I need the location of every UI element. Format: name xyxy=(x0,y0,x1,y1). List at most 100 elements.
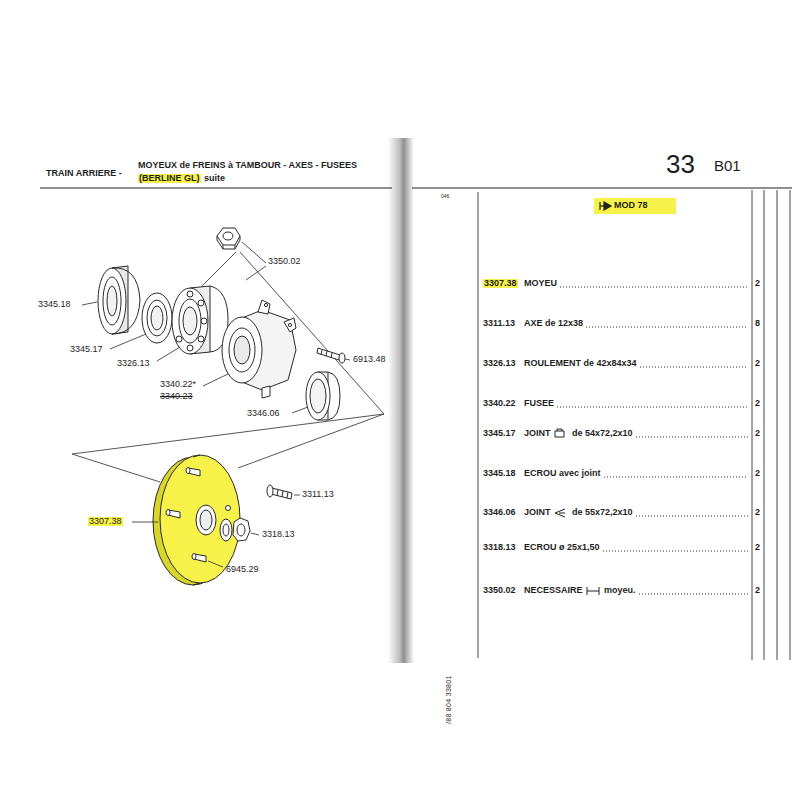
part-number: 3345.18 xyxy=(483,469,516,478)
wheel-stud xyxy=(226,506,231,511)
seal-nut xyxy=(112,268,140,334)
bearing xyxy=(198,336,204,342)
dot-leader xyxy=(636,437,748,438)
part-description: NECESSAIRE xyxy=(524,586,583,595)
part-description: JOINT xyxy=(524,508,551,517)
part-number: 3346.06 xyxy=(483,508,516,517)
wheel-stud xyxy=(271,488,292,499)
joint-symbol xyxy=(555,429,564,437)
kit-symbol xyxy=(587,587,599,595)
joint-symbol xyxy=(555,429,564,437)
callout-number: 3345.18 xyxy=(38,300,71,309)
page-mark: 046 xyxy=(441,194,449,199)
quantity: 2 xyxy=(755,399,760,408)
part-description: moyeu. xyxy=(604,586,636,595)
assembly-line xyxy=(72,414,384,454)
stub-axle xyxy=(229,328,255,372)
from-arrow-symbol xyxy=(604,202,611,210)
model-year: MOD 78 xyxy=(614,201,648,210)
assembly-line xyxy=(196,252,236,292)
page-fold xyxy=(388,138,414,663)
quantity: 8 xyxy=(755,319,760,328)
wheel-stud xyxy=(287,492,288,498)
leader-line xyxy=(246,266,266,280)
callout-number: 3311.13 xyxy=(302,490,334,499)
quantity: 2 xyxy=(755,508,760,517)
callout-number: 3346.06 xyxy=(247,409,280,418)
dot-leader xyxy=(636,516,748,517)
section-subtitle: (BERLINE GL) xyxy=(138,174,201,183)
seal-ring xyxy=(306,372,340,420)
bolt xyxy=(317,348,340,360)
header-rule xyxy=(40,187,792,188)
table-grid xyxy=(764,190,765,660)
axle-nut xyxy=(237,524,245,536)
leader-line xyxy=(82,302,97,305)
section-number: 33 xyxy=(666,151,695,178)
part-description: de 54x72,2x10 xyxy=(572,429,633,438)
table-grid xyxy=(478,190,790,660)
wheel-stud xyxy=(166,510,170,516)
bolt xyxy=(326,351,327,356)
section-note: suite xyxy=(204,174,225,183)
table-grid xyxy=(752,190,753,660)
stub-axle xyxy=(222,317,262,383)
assembly-line xyxy=(72,454,160,482)
kit-symbol xyxy=(587,587,599,595)
part-number: 3350.02 xyxy=(483,586,516,595)
callout-number: 3318.13 xyxy=(262,530,295,539)
leader-line xyxy=(132,522,158,523)
part-description: JOINT xyxy=(524,429,551,438)
axle-nut xyxy=(220,518,250,541)
axle-nut xyxy=(233,518,250,541)
part-number: 3340.22 xyxy=(483,399,516,408)
leader-line xyxy=(110,334,146,349)
page-reference: /88 804 33801 xyxy=(445,675,452,724)
dot-leader xyxy=(557,407,748,408)
part-number: 3311.13 xyxy=(483,319,515,328)
seal-nut xyxy=(98,268,126,334)
part-description: FUSEE xyxy=(524,399,554,408)
callout-number: 6945.29 xyxy=(226,565,259,574)
quantity: 2 xyxy=(755,543,760,552)
seal-ring xyxy=(142,293,172,343)
hub-nut xyxy=(217,228,240,249)
seal-nut xyxy=(107,286,117,316)
dot-leader xyxy=(640,367,748,368)
highlight xyxy=(594,198,676,214)
table-grid xyxy=(478,192,479,658)
dot-leader xyxy=(560,287,748,288)
quantity: 2 xyxy=(755,429,760,438)
part-description: AXE de 12x38 xyxy=(524,319,583,328)
leader-line xyxy=(208,561,223,567)
seal-ring xyxy=(147,300,167,336)
part-number: 3318.13 xyxy=(483,543,516,552)
wheel-stud xyxy=(186,468,190,474)
wheel-stud xyxy=(267,485,292,499)
stub-axle xyxy=(222,300,296,398)
page-code: B01 xyxy=(714,158,741,174)
bolt xyxy=(317,348,345,363)
bolt xyxy=(321,350,322,355)
bearing xyxy=(198,300,204,306)
lip-symbol xyxy=(555,509,565,517)
wheel-stud xyxy=(277,490,278,496)
quantity: 2 xyxy=(755,469,760,478)
stub-axle xyxy=(264,303,267,306)
axle-nut xyxy=(220,519,232,541)
leader-line xyxy=(203,374,228,386)
hub-nut xyxy=(217,228,240,245)
hub-disk xyxy=(200,510,212,530)
leader-line xyxy=(251,533,259,535)
bearing xyxy=(183,307,197,335)
lip-symbol xyxy=(555,509,565,517)
assembly-line xyxy=(238,414,384,468)
dot-leader xyxy=(639,594,748,595)
bolt xyxy=(331,353,332,358)
header-rule xyxy=(412,187,792,188)
part-number: 3345.17 xyxy=(483,429,516,438)
bearing xyxy=(176,336,182,342)
